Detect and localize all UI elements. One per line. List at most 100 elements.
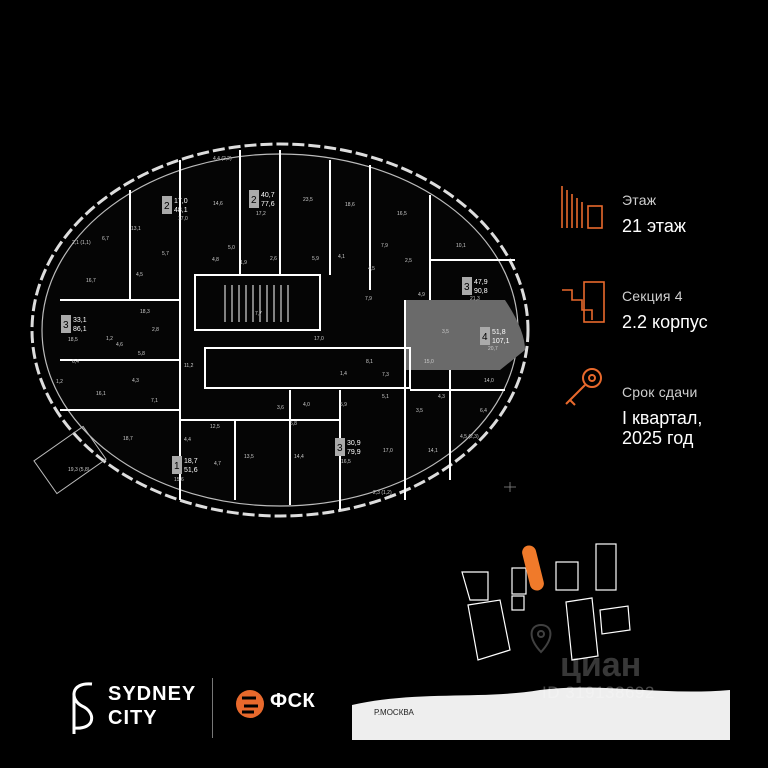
- svg-text:77,6: 77,6: [261, 201, 275, 208]
- river-strip: [352, 687, 730, 740]
- svg-text:13,5: 13,5: [244, 454, 254, 460]
- svg-text:48,1: 48,1: [174, 207, 188, 214]
- svg-text:1,9: 1,9: [240, 260, 247, 266]
- svg-text:18,6: 18,6: [345, 202, 355, 208]
- floor-label: Этаж: [622, 192, 657, 208]
- svg-text:15,0: 15,0: [424, 359, 434, 365]
- section-info: Секция 4 2.2 корпус: [560, 276, 760, 372]
- svg-text:2,8: 2,8: [152, 327, 159, 333]
- svg-text:3: 3: [337, 443, 343, 454]
- svg-text:17,0: 17,0: [383, 448, 393, 454]
- svg-text:18,5: 18,5: [68, 337, 78, 343]
- deadline-line-2: 2025 год: [622, 428, 694, 448]
- svg-text:2: 2: [251, 195, 257, 206]
- deadline-line-1: I квартал,: [622, 408, 703, 428]
- svg-text:4,4 (2,2): 4,4 (2,2): [213, 156, 232, 162]
- svg-text:30,9: 30,9: [347, 440, 361, 447]
- svg-text:1,4: 1,4: [340, 371, 347, 377]
- floor-icon: [561, 186, 603, 229]
- developer-name: ФСК: [270, 690, 316, 712]
- svg-text:16,7: 16,7: [86, 278, 96, 284]
- svg-text:5,1: 5,1: [382, 394, 389, 400]
- svg-text:13,1: 13,1: [131, 226, 141, 232]
- svg-text:7,1: 7,1: [151, 398, 158, 404]
- svg-text:18,7: 18,7: [184, 458, 198, 465]
- logo-divider: [212, 678, 213, 738]
- floor-value: 21 этаж: [622, 216, 686, 236]
- project-name: SYDNEY CITY: [108, 682, 196, 730]
- svg-text:3: 3: [63, 320, 69, 331]
- svg-text:23,5: 23,5: [303, 197, 313, 203]
- svg-text:14,4: 14,4: [294, 454, 304, 460]
- section-label: Секция 4: [622, 288, 683, 304]
- svg-text:2,1 (1,1): 2,1 (1,1): [72, 240, 91, 246]
- svg-text:4,3: 4,3: [132, 378, 139, 384]
- stairwell: [224, 285, 289, 322]
- svg-text:86,1: 86,1: [73, 326, 87, 333]
- svg-text:3,5: 3,5: [416, 408, 423, 414]
- svg-text:4,3: 4,3: [438, 394, 445, 400]
- svg-text:7,9: 7,9: [365, 296, 372, 302]
- svg-text:15,6: 15,6: [174, 477, 184, 483]
- svg-text:90,8: 90,8: [474, 288, 488, 295]
- svg-text:5,7: 5,7: [162, 251, 169, 257]
- svg-text:6,4: 6,4: [480, 408, 487, 414]
- section-value: 2.2 корпус: [622, 312, 708, 332]
- svg-text:4,7: 4,7: [214, 461, 221, 467]
- project-name-line-1: SYDNEY: [108, 683, 197, 705]
- svg-text:14,0: 14,0: [484, 378, 494, 384]
- watermark-id: ID 319138692: [542, 683, 655, 702]
- svg-text:17,0: 17,0: [178, 216, 188, 222]
- site-context-map: [461, 543, 631, 661]
- svg-text:1: 1: [174, 461, 180, 472]
- svg-text:3,5: 3,5: [442, 329, 449, 335]
- svg-text:5,8: 5,8: [290, 421, 297, 427]
- svg-text:3,6: 3,6: [277, 405, 284, 411]
- svg-text:5,9: 5,9: [340, 402, 347, 408]
- key-icon: [565, 368, 602, 406]
- svg-text:18,3: 18,3: [140, 309, 150, 315]
- floor-info: Этаж 21 этаж: [560, 180, 760, 276]
- svg-text:4,1: 4,1: [338, 254, 345, 260]
- svg-text:2,6: 2,6: [270, 256, 277, 262]
- svg-text:14,6: 14,6: [213, 201, 223, 207]
- svg-text:19,3 (5,8): 19,3 (5,8): [68, 467, 90, 473]
- svg-text:18,7: 18,7: [123, 436, 133, 442]
- svg-text:10,1: 10,1: [456, 243, 466, 249]
- svg-text:1,2: 1,2: [56, 379, 63, 385]
- selected-apartment[interactable]: [405, 300, 525, 370]
- svg-text:4,5 (2,3): 4,5 (2,3): [460, 434, 479, 440]
- deadline-value: I квартал, 2025 год: [622, 408, 702, 448]
- svg-text:7,3: 7,3: [382, 372, 389, 378]
- svg-text:4,9: 4,9: [418, 292, 425, 298]
- svg-text:4,8: 4,8: [212, 257, 219, 263]
- river-label: Р.МОСКВА: [374, 708, 414, 717]
- watermark-brand: циан: [560, 646, 642, 684]
- svg-text:12,5: 12,5: [210, 424, 220, 430]
- svg-text:51,8: 51,8: [492, 329, 506, 336]
- svg-text:7,9: 7,9: [381, 243, 388, 249]
- building-outline: [30, 142, 530, 518]
- room-area-labels: 4,4 (2,2) 14,6 17,2 23,5 18,6 16,5 13,1 …: [56, 156, 498, 496]
- sydney-city-logo-mark: [72, 682, 93, 734]
- svg-text:2: 2: [164, 201, 170, 212]
- svg-text:16,5: 16,5: [341, 459, 351, 465]
- svg-text:5,0: 5,0: [228, 245, 235, 251]
- svg-text:4,5: 4,5: [368, 266, 375, 272]
- fsk-logo-mark: [236, 690, 264, 718]
- svg-text:17,2: 17,2: [256, 211, 266, 217]
- svg-text:107,1: 107,1: [492, 338, 510, 345]
- svg-text:5,9: 5,9: [312, 256, 319, 262]
- compass-icon: [504, 482, 516, 492]
- info-panel: Этаж 21 этаж Секция 4 2.2 корпус Срок сд…: [560, 180, 760, 468]
- svg-text:5,8: 5,8: [138, 351, 145, 357]
- interior-walls: [60, 150, 515, 510]
